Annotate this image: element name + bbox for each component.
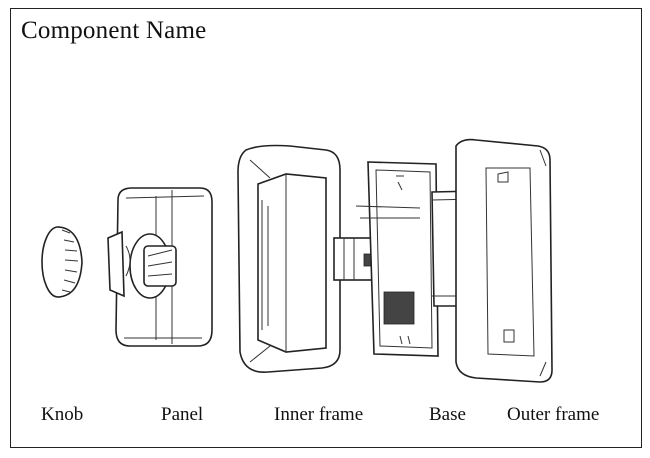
label-inner-frame: Inner frame — [274, 404, 364, 425]
label-panel: Panel — [161, 404, 204, 425]
label-outer-frame: Outer frame — [507, 404, 600, 425]
label-knob: Knob — [41, 404, 84, 425]
base-illustration — [333, 161, 439, 357]
knob-illustration — [41, 226, 83, 298]
label-base: Base — [429, 404, 466, 425]
figure-title: Component Name — [21, 17, 207, 44]
panel-illustration — [107, 187, 213, 347]
inner-frame-illustration — [237, 144, 341, 373]
outer-frame-illustration — [431, 138, 553, 383]
